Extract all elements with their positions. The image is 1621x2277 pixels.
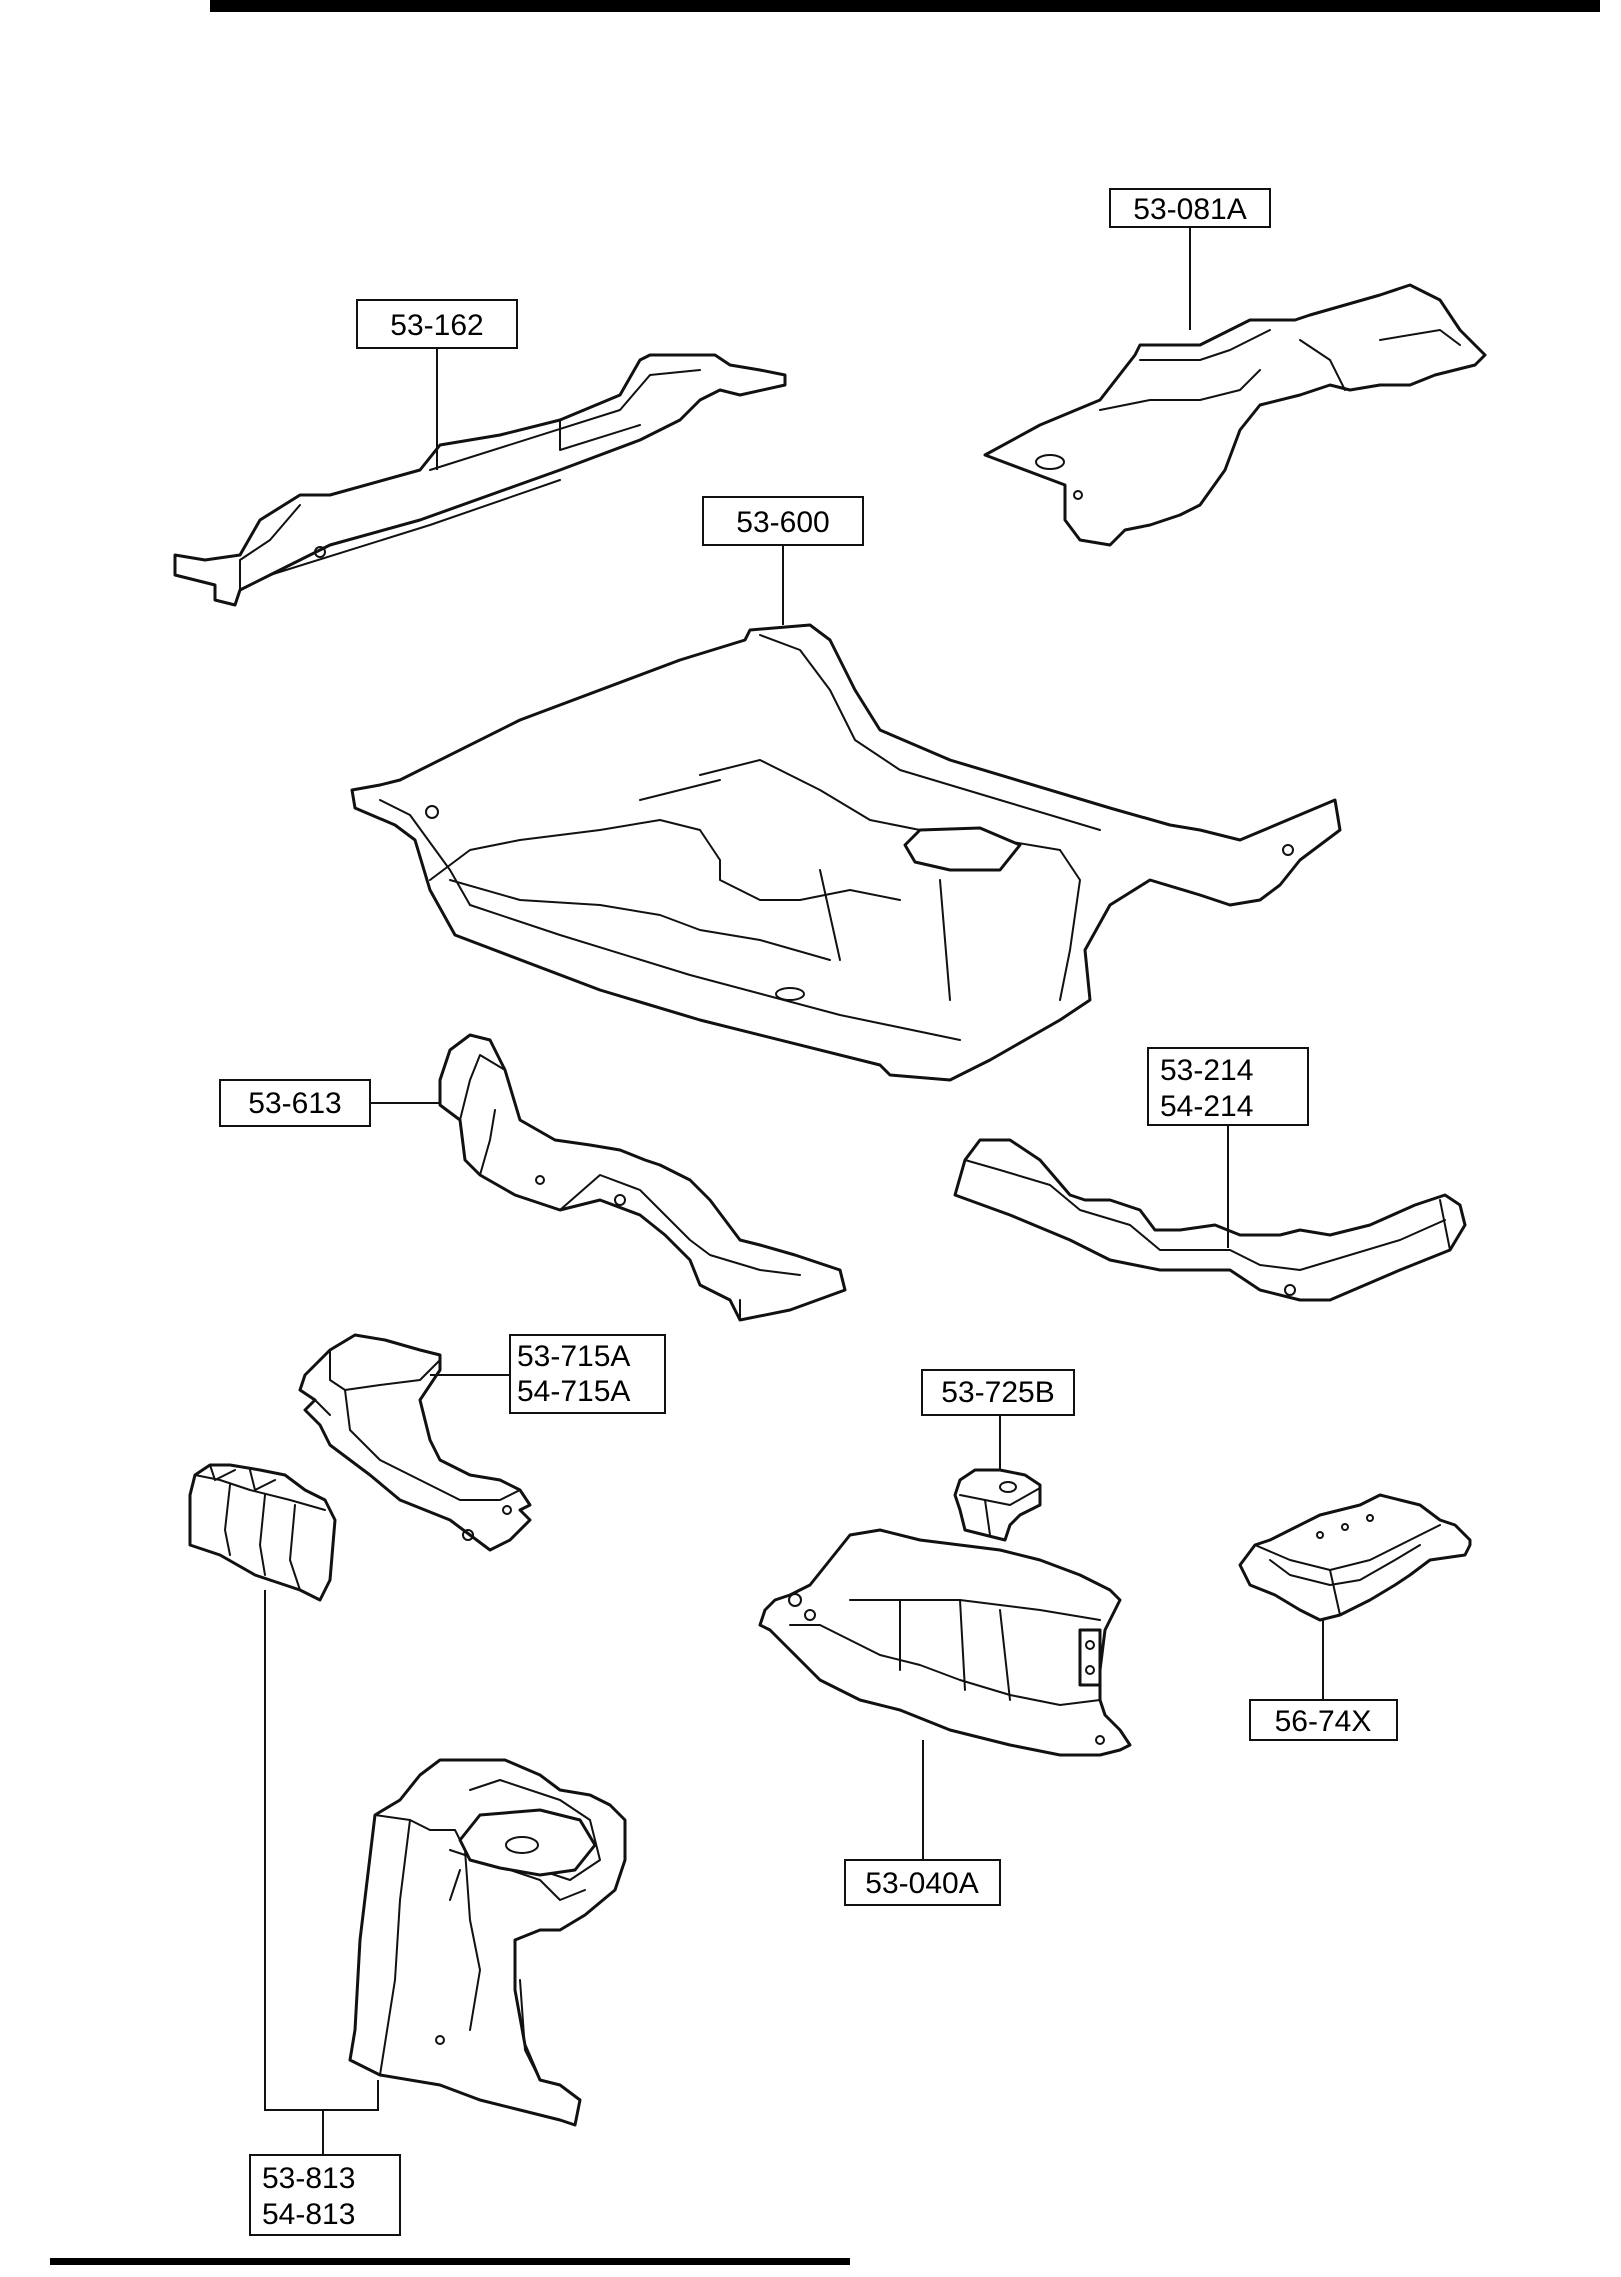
- label-53-725B: 53-725B: [921, 1369, 1075, 1416]
- label-56-74X-line-1: 56-74X: [1275, 1705, 1372, 1738]
- part-53-725B-drawing: [953, 1468, 1042, 1542]
- leader-53-813-lower: [323, 2080, 379, 2111]
- label-53-813: 53-813 54-813: [249, 2154, 401, 2236]
- label-53-613: 53-613: [219, 1079, 371, 1127]
- part-53-613-drawing: [438, 1033, 847, 1322]
- part-53-715A-drawing: [298, 1333, 532, 1552]
- label-53-813-line-2: 54-813: [262, 2198, 355, 2231]
- part-53-600-drawing: [350, 623, 1342, 1082]
- label-53-715A-line-1: 53-715A: [517, 1340, 630, 1373]
- label-53-813-line-1: 53-813: [262, 2162, 355, 2195]
- label-53-600-line-1: 53-600: [736, 506, 829, 539]
- label-53-214-line-2: 54-214: [1160, 1090, 1253, 1123]
- leader-lines: [264, 227, 1324, 2155]
- label-53-214: 53-214 54-214: [1147, 1047, 1309, 1126]
- part-53-813-lower-drawing: [348, 1758, 627, 2127]
- label-53-613-line-1: 53-613: [248, 1087, 341, 1120]
- part-53-040A-drawing: [758, 1528, 1132, 1757]
- label-53-162: 53-162: [356, 299, 518, 349]
- top-rule: [210, 0, 1600, 12]
- part-53-214-drawing: [953, 1138, 1467, 1302]
- label-56-74X: 56-74X: [1249, 1699, 1398, 1741]
- part-56-74X-drawing: [1238, 1493, 1472, 1622]
- part-53-081A-drawing: [983, 283, 1487, 547]
- label-53-081A-line-1: 53-081A: [1133, 193, 1246, 226]
- part-53-162-drawing: [173, 353, 787, 607]
- bottom-rule: [50, 2258, 850, 2265]
- part-53-813-upper-drawing: [188, 1463, 337, 1602]
- label-53-214-line-1: 53-214: [1160, 1054, 1253, 1087]
- label-53-040A-line-1: 53-040A: [865, 1867, 978, 1900]
- label-53-725B-line-1: 53-725B: [941, 1376, 1054, 1409]
- label-53-040A: 53-040A: [844, 1859, 1001, 1906]
- label-53-162-line-1: 53-162: [390, 309, 483, 342]
- label-53-600: 53-600: [702, 496, 864, 546]
- label-53-715A: 53-715A 54-715A: [509, 1334, 666, 1414]
- label-53-081A: 53-081A: [1109, 188, 1271, 228]
- leader-53-813-upper: [264, 1590, 324, 2155]
- label-53-715A-line-2: 54-715A: [517, 1375, 630, 1408]
